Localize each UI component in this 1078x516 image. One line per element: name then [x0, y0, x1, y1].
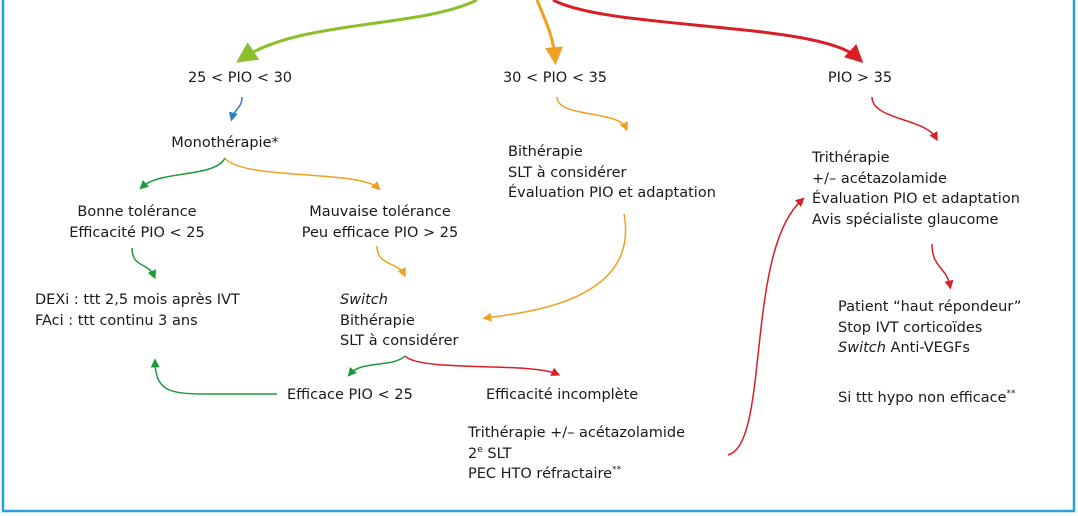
node-tritherapie-right: Trithérapie +/– acétazolamide Évaluation… — [812, 148, 1020, 230]
slt-sup: e — [477, 444, 483, 455]
pec-hto-sup: ** — [612, 465, 622, 476]
tritherapie-bottom-line1: Trithérapie +/– acétazolamide — [468, 425, 686, 441]
arrow-top-to-mid — [535, 0, 564, 66]
efficace-text: Efficace PIO < 25 — [287, 387, 413, 403]
si-ttt-line: Si ttt hypo non efficace** — [838, 388, 1016, 409]
haut-repondeur-line3: Switch Anti-VEGFs — [838, 338, 1021, 359]
arrow-high-to-tritherapie — [871, 96, 938, 142]
arrow-efficace-to-dex — [150, 358, 277, 395]
arrow-top-to-low — [236, 0, 478, 63]
node-monotherapie: Monothérapie* — [150, 133, 300, 154]
haut-repondeur-switch: Switch — [838, 340, 886, 356]
tritherapie-right-line2: +/– acétazolamide — [812, 170, 947, 187]
tritherapie-right-line3: Évaluation PIO et adaptation — [812, 191, 1020, 207]
node-pio-mid-text: 30 < PIO < 35 — [502, 70, 608, 86]
node-bitherapie-mid: Bithérapie SLT à considérer Évaluation P… — [508, 142, 716, 204]
arrow-mono-to-mauvaise — [224, 157, 381, 191]
node-pio-mid: 30 < PIO < 35 — [485, 68, 625, 89]
tritherapie-right-line4: Avis spécialiste glaucome — [812, 211, 999, 228]
bitherapie-mid-line2: SLT à considérer — [508, 164, 627, 181]
arrow-mid-to-bitherapie — [556, 96, 628, 132]
slt-text: SLT — [482, 445, 512, 462]
efficacite-incomplete-text: Efficacité incomplète — [486, 387, 639, 403]
si-ttt-sup: ** — [1006, 389, 1016, 400]
pec-hto-text: PEC HTO réfractaire — [468, 466, 613, 482]
switch-block-line1: Switch — [340, 292, 388, 308]
arrow-top-to-high — [552, 0, 864, 63]
dex-fac-line1: DEXi : ttt 2,5 mois après IVT — [35, 292, 240, 308]
haut-repondeur-antivegf: Anti-VEGFs — [885, 340, 970, 356]
node-pio-low-text: 25 < PIO < 30 — [187, 70, 293, 86]
haut-repondeur-line1: Patient “haut répondeur” — [838, 299, 1022, 315]
switch-block-line3: SLT à considérer — [340, 333, 459, 349]
arrow-bonne-to-dex — [131, 247, 157, 280]
haut-repondeur-line2: Stop IVT corticoïdes — [838, 319, 983, 336]
node-efficacite-incomplete: Efficacité incomplète — [486, 385, 638, 406]
arrow-low-to-monotherapie — [228, 96, 243, 122]
bitherapie-mid-line3: Évaluation PIO et adaptation — [508, 185, 716, 201]
tritherapie-bottom-line2: 2e SLT — [468, 444, 685, 465]
arrow-switch-to-efficace — [347, 355, 406, 377]
arrow-mauvaise-to-switch — [376, 245, 406, 278]
mauvaise-tolerance-line1: Mauvaise tolérance — [309, 204, 451, 220]
bitherapie-mid-line1: Bithérapie — [508, 144, 583, 160]
node-mauvaise-tolerance: Mauvaise tolérance Peu efficace PIO > 25 — [280, 202, 480, 243]
arrow-bottom-to-right — [727, 197, 805, 456]
switch-block-line2: Bithérapie — [340, 312, 415, 329]
bonne-tolerance-line1: Bonne tolérance — [77, 204, 197, 220]
node-pio-high-text: PIO > 35 — [827, 70, 893, 86]
node-switch-block: Switch Bithérapie SLT à considérer — [340, 290, 459, 352]
tritherapie-right-line1: Trithérapie — [812, 150, 890, 166]
arrow-tritherapie-to-repondeur — [931, 243, 954, 290]
node-bonne-tolerance: Bonne tolérance Efficacité PIO < 25 — [52, 202, 222, 243]
node-si-ttt: Si ttt hypo non efficace** — [838, 388, 1016, 409]
tritherapie-bottom-line3: PEC HTO réfractaire** — [468, 464, 685, 485]
arrow-switch-to-incomplete — [404, 355, 561, 376]
node-haut-repondeur: Patient “haut répondeur” Stop IVT cortic… — [838, 297, 1021, 359]
arrow-mono-to-bonne — [139, 157, 226, 190]
node-efficace: Efficace PIO < 25 — [287, 385, 413, 406]
node-monotherapie-text: Monothérapie* — [171, 135, 279, 151]
node-tritherapie-bottom: Trithérapie +/– acétazolamide 2e SLT PEC… — [468, 423, 685, 485]
node-dex-fac: DEXi : ttt 2,5 mois après IVT FAci : ttt… — [35, 290, 240, 331]
si-ttt-text: Si ttt hypo non efficace — [838, 390, 1007, 406]
node-pio-high: PIO > 35 — [810, 68, 910, 89]
bonne-tolerance-line2: Efficacité PIO < 25 — [69, 224, 205, 241]
node-pio-low: 25 < PIO < 30 — [170, 68, 310, 89]
mauvaise-tolerance-line2: Peu efficace PIO > 25 — [301, 224, 459, 241]
slt-number: 2 — [468, 445, 478, 462]
arrow-bitherapie-to-switch — [482, 213, 627, 322]
dex-fac-line2: FAci : ttt continu 3 ans — [35, 312, 198, 329]
